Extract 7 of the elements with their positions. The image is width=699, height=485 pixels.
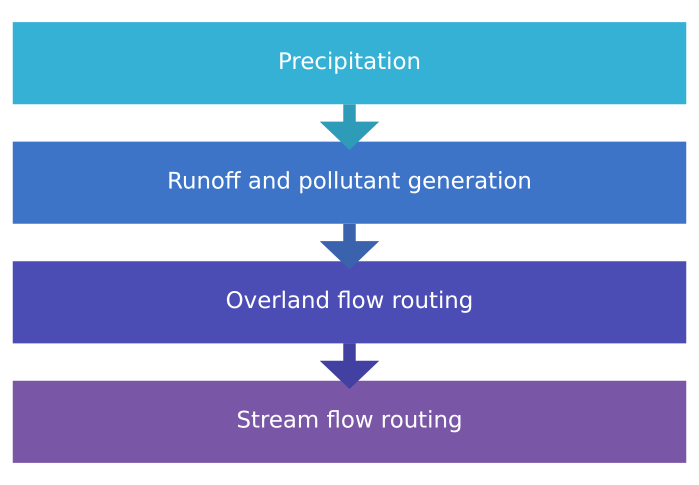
node-box: Overland flow routing — [12, 261, 686, 344]
node-box: Stream flow routing — [12, 380, 686, 463]
arrow — [320, 343, 380, 390]
arrow — [320, 104, 380, 150]
node-box: Precipitation — [12, 22, 686, 104]
arrow — [320, 224, 380, 270]
node-box: Runoff and pollutant generation — [12, 142, 686, 224]
